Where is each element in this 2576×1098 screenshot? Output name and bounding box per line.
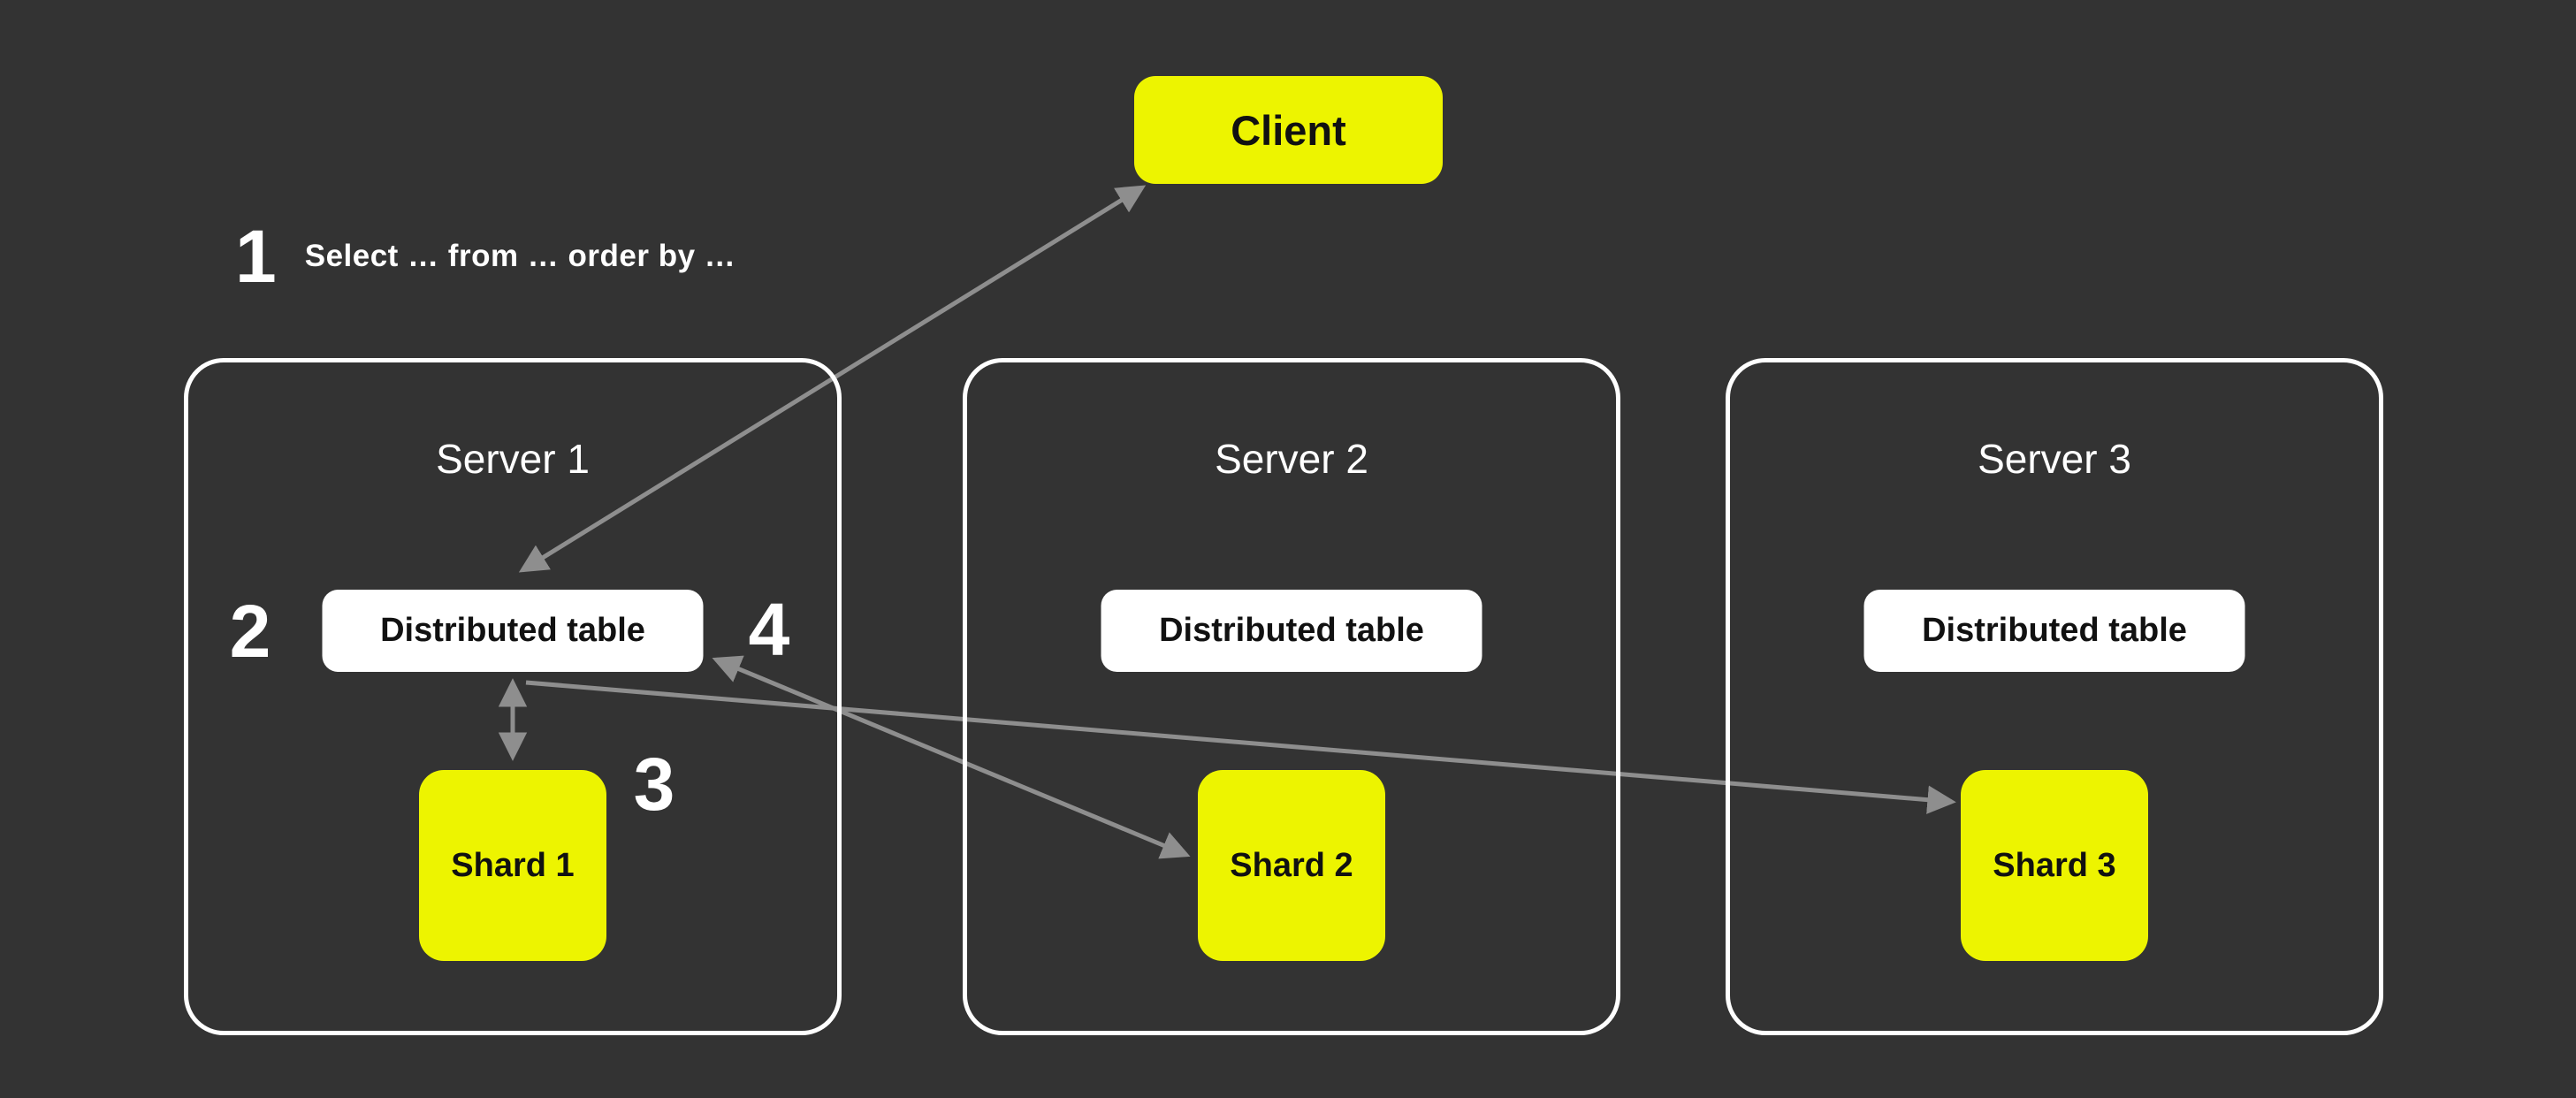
- server-3-distributed-table: Distributed table: [1863, 590, 2245, 672]
- server-3-box: Server 3 Distributed table Shard 3: [1726, 358, 2383, 1035]
- step-1-number: 1: [235, 215, 277, 298]
- shard-3-label: Shard 3: [1993, 846, 2116, 884]
- server-2-box: Server 2 Distributed table Shard 2: [963, 358, 1620, 1035]
- step-4-number: 4: [748, 588, 790, 671]
- server-1-distributed-table-label: Distributed table: [380, 612, 645, 649]
- server-3-title: Server 3: [1978, 436, 2131, 482]
- server-1-distributed-table: Distributed table: [322, 590, 704, 672]
- client-label: Client: [1231, 106, 1346, 154]
- server-3-distributed-table-label: Distributed table: [1922, 612, 2187, 649]
- server-2-distributed-table: Distributed table: [1101, 590, 1482, 672]
- server-1-title: Server 1: [436, 436, 590, 482]
- client-node: Client: [1134, 76, 1443, 184]
- shard-3-node: Shard 3: [1961, 770, 2148, 961]
- arrow-distributed-table-to-shard3: [525, 680, 1956, 814]
- shard-1-node: Shard 1: [419, 770, 606, 961]
- shard-2-node: Shard 2: [1198, 770, 1385, 961]
- server-2-title: Server 2: [1215, 436, 1368, 482]
- step-2-number: 2: [229, 590, 271, 673]
- server-2-distributed-table-label: Distributed table: [1159, 612, 1424, 649]
- step-1-annotation: 1 Select … from … order by …: [235, 219, 735, 294]
- query-text: Select … from … order by …: [304, 239, 736, 273]
- server-1-box: Server 1 Distributed table Shard 1: [184, 358, 842, 1035]
- shard-1-label: Shard 1: [451, 846, 575, 884]
- step-3-number: 3: [633, 743, 675, 826]
- shard-2-label: Shard 2: [1230, 846, 1353, 884]
- arrow-distributed-table-to-shard2: [712, 655, 1191, 859]
